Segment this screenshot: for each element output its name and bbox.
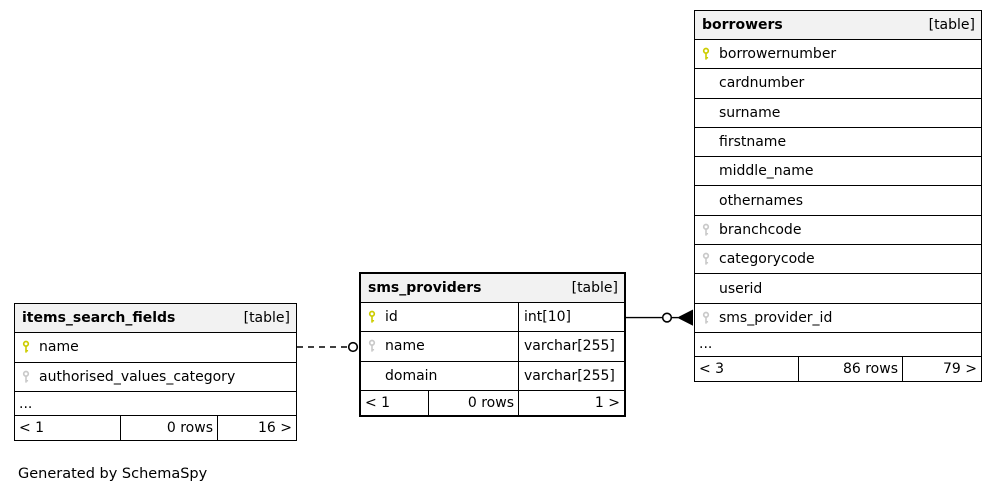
child-count: 1 >	[518, 390, 624, 415]
column-name: cardnumber	[719, 75, 805, 92]
parent-count: < 1	[365, 394, 391, 411]
column-name: name	[385, 338, 425, 355]
primary-key-icon	[361, 310, 385, 324]
column-type: varchar[255]	[518, 361, 624, 390]
column-name: domain	[385, 367, 438, 384]
table-row: firstname	[695, 128, 981, 158]
table-row: othernames	[695, 186, 981, 216]
table-title: items_search_fields	[22, 310, 176, 326]
crow-foot-many-marker	[677, 309, 693, 326]
column-type: int[10]	[518, 303, 624, 332]
table-title: sms_providers	[368, 280, 482, 296]
table-node-items-search-fields[interactable]: items_search_fields [table] name authori…	[14, 303, 297, 441]
key-spacer	[361, 369, 385, 383]
column-name: branchcode	[719, 221, 802, 238]
table-header: sms_providers [table]	[361, 274, 624, 303]
table-node-sms-providers[interactable]: sms_providers [table] id int[10] name va…	[359, 272, 626, 417]
table-title: borrowers	[702, 17, 783, 33]
column-name: categorycode	[719, 251, 815, 268]
key-spacer	[695, 282, 719, 296]
row-count: 0 rows	[120, 416, 217, 440]
foreign-key-icon	[695, 223, 719, 237]
table-header: items_search_fields [table]	[15, 304, 296, 333]
zero-cardinality-circle	[661, 312, 673, 323]
key-spacer	[695, 106, 719, 120]
truncated-columns-indicator: ...	[695, 333, 981, 357]
parent-count: < 3	[699, 360, 725, 377]
column-name: othernames	[719, 192, 804, 209]
key-spacer	[695, 194, 719, 208]
table-row: name varchar[255]	[361, 332, 624, 362]
table-footer: < 1 0 rows 16 >	[15, 416, 296, 440]
table-row: borrowernumber	[695, 40, 981, 70]
parent-count: < 1	[19, 420, 45, 436]
foreign-key-icon	[361, 339, 385, 353]
column-type: varchar[255]	[518, 332, 624, 361]
table-row: authorised_values_category	[15, 363, 296, 392]
row-count: 0 rows	[428, 390, 518, 415]
row-count: 86 rows	[798, 356, 902, 381]
foreign-key-icon	[695, 252, 719, 266]
table-row: id int[10]	[361, 303, 624, 333]
column-name: id	[385, 309, 398, 326]
key-spacer	[695, 76, 719, 90]
table-row: categorycode	[695, 245, 981, 275]
table-row: cardnumber	[695, 69, 981, 99]
child-count: 79 >	[902, 356, 981, 381]
table-row: surname	[695, 99, 981, 128]
table-row: middle_name	[695, 157, 981, 187]
table-row: domain varchar[255]	[361, 361, 624, 391]
table-node-borrowers[interactable]: borrowers [table] borrowernumber cardnum…	[694, 10, 982, 382]
column-name: middle_name	[719, 163, 814, 180]
table-row: name	[15, 333, 296, 363]
column-name: userid	[719, 280, 763, 297]
table-type-badge: [table]	[928, 17, 975, 33]
column-name: sms_provider_id	[719, 309, 833, 326]
primary-key-icon	[695, 47, 719, 61]
truncated-columns-indicator: ...	[15, 392, 296, 416]
column-name: authorised_values_category	[39, 368, 236, 385]
key-spacer	[695, 164, 719, 178]
foreign-key-icon	[15, 370, 39, 384]
table-row: userid	[695, 274, 981, 304]
table-row: sms_provider_id	[695, 304, 981, 333]
table-row: branchcode	[695, 216, 981, 246]
table-footer: < 1 0 rows 1 >	[361, 390, 624, 415]
column-name: name	[39, 339, 79, 356]
column-name: surname	[719, 104, 781, 121]
relationship-dashed-items-to-sms	[297, 341, 359, 353]
table-header: borrowers [table]	[695, 11, 981, 40]
column-name: borrowernumber	[719, 46, 837, 63]
column-name: firstname	[719, 134, 787, 151]
generated-by-caption: Generated by SchemaSpy	[18, 466, 208, 482]
relationship-solid-sms-to-borrowers	[626, 309, 693, 326]
foreign-key-icon	[695, 311, 719, 325]
primary-key-icon	[15, 340, 39, 354]
child-count: 16 >	[217, 416, 296, 440]
table-footer: < 3 86 rows 79 >	[695, 356, 981, 381]
table-type-badge: [table]	[571, 280, 618, 296]
table-type-badge: [table]	[243, 310, 290, 326]
key-spacer	[695, 135, 719, 149]
zero-cardinality-circle	[347, 341, 359, 353]
